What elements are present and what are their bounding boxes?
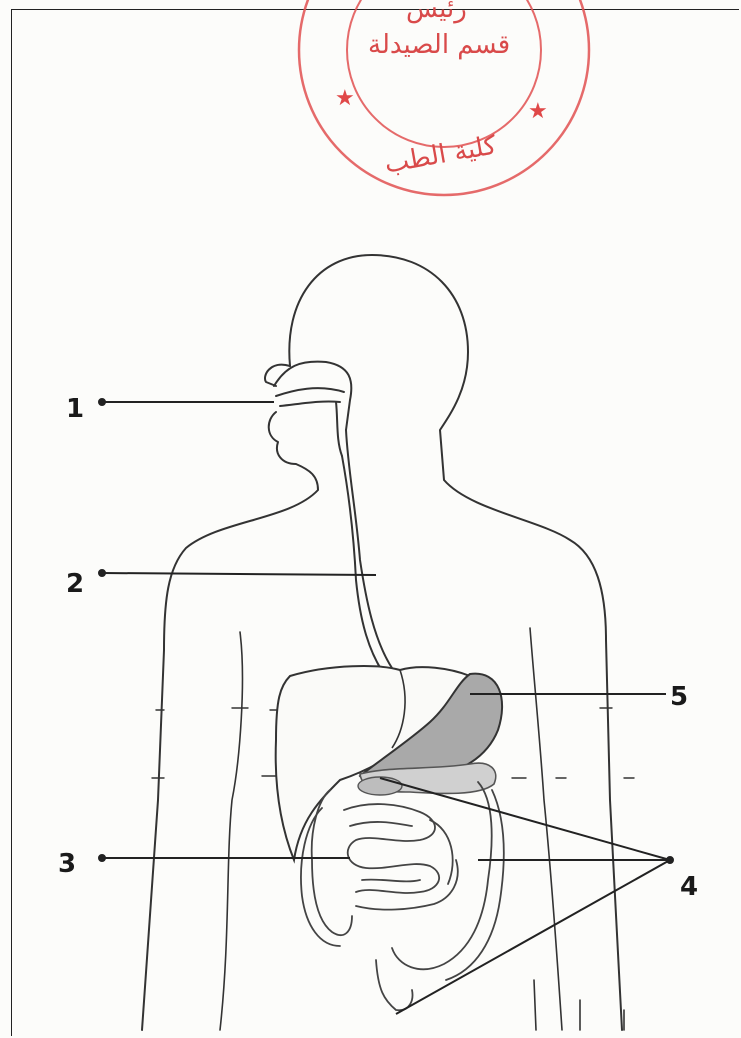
- pointer-line-4a: [380, 778, 670, 860]
- label-5: 5: [670, 682, 688, 712]
- pointer-dot-4: [667, 857, 673, 863]
- label-1: 1: [66, 394, 84, 424]
- pointer-dot-3: [99, 855, 105, 861]
- stamp-line-top: رئيس: [406, 0, 467, 24]
- pointer-dot-2: [99, 570, 105, 576]
- label-4: 4: [680, 872, 698, 902]
- small-intestine: [344, 804, 458, 910]
- stamp-star-left: ★: [335, 86, 355, 111]
- label-3: 3: [58, 849, 76, 879]
- pointer-dot-1: [99, 399, 105, 405]
- pointer-line-2: [102, 573, 376, 575]
- label-2: 2: [66, 569, 84, 599]
- stamp-star-right: ★: [528, 99, 548, 124]
- large-intestine: [301, 782, 504, 1010]
- body-outline: [142, 255, 634, 1030]
- stamp-line-middle: قسم الصيدلة: [368, 30, 510, 60]
